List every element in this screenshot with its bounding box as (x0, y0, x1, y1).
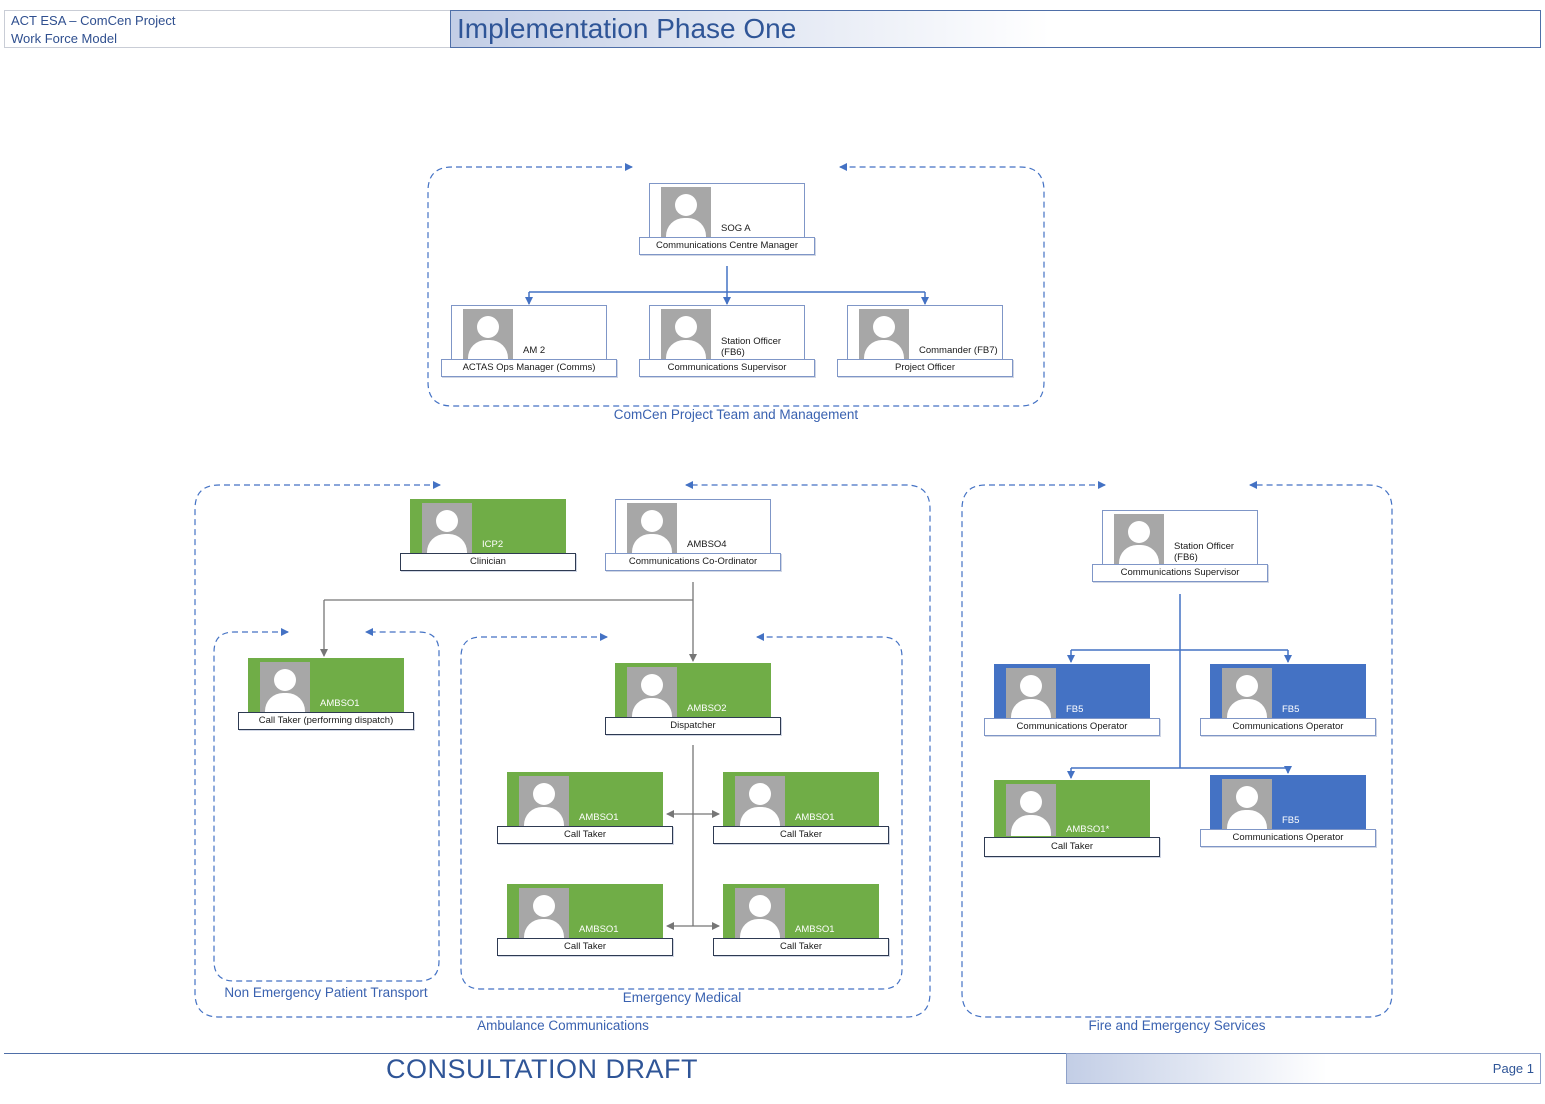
card-grade: SOG A (721, 223, 751, 234)
card-grade: FB5 (1066, 704, 1084, 715)
card-grade: Commander (FB7) (919, 345, 998, 356)
card-grade: ICP2 (482, 539, 504, 550)
card-role: Call Taker (713, 938, 889, 956)
card-em-call-taker-3[interactable]: AMBSO1 Call Taker (497, 884, 673, 956)
card-grade: AMBSO1* (1066, 824, 1110, 835)
group-label-emergency-medical: Emergency Medical (622, 990, 742, 1005)
card-communications-centre-manager[interactable]: SOG A Communications Centre Manager (639, 183, 815, 255)
card-em-call-taker-4[interactable]: AMBSO1 Call Taker (713, 884, 889, 956)
person-icon (661, 187, 711, 239)
card-em-call-taker-2[interactable]: AMBSO1 Call Taker (713, 772, 889, 844)
card-role: Call Taker (713, 826, 889, 844)
person-icon (519, 888, 569, 940)
page-number: Page 1 (1492, 1061, 1534, 1076)
footer-page-box: Page 1 (1066, 1053, 1541, 1084)
group-label-management: ComCen Project Team and Management (613, 407, 859, 422)
card-role: ACTAS Ops Manager (Comms) (441, 359, 617, 377)
card-fire-operator-3[interactable]: FB5 Communications Operator (1200, 775, 1376, 847)
card-grade: AMBSO4 (687, 539, 727, 550)
person-icon (1114, 514, 1164, 566)
person-icon (735, 888, 785, 940)
card-fire-operator-1[interactable]: FB5 Communications Operator (984, 664, 1160, 736)
card-grade: AMBSO1 (795, 924, 835, 935)
person-icon (627, 667, 677, 719)
card-role: Communications Centre Manager (639, 237, 815, 255)
card-grade: AMBSO2 (687, 703, 727, 714)
card-role: Communications Co-Ordinator (605, 553, 781, 571)
group-outline-emergency-medical (460, 636, 903, 990)
card-role: Call Taker (984, 837, 1160, 857)
page-title: Implementation Phase One (457, 13, 797, 44)
card-nept-call-taker[interactable]: AMBSO1 Call Taker (performing dispatch) (238, 658, 414, 730)
person-icon (661, 309, 711, 361)
card-grade: Station Officer (FB6) (721, 336, 782, 358)
person-icon (519, 776, 569, 828)
card-grade: FB5 (1282, 815, 1300, 826)
card-role: Communications Operator (1200, 718, 1376, 736)
card-grade: FB5 (1282, 704, 1300, 715)
card-fire-operator-2[interactable]: FB5 Communications Operator (1200, 664, 1376, 736)
card-actas-ops-manager[interactable]: AM 2 ACTAS Ops Manager (Comms) (441, 305, 617, 377)
person-icon (260, 662, 310, 714)
person-icon (859, 309, 909, 361)
org-name: ACT ESA – ComCen Project (11, 13, 176, 28)
card-role: Dispatcher (605, 717, 781, 735)
card-role: Communications Operator (984, 718, 1160, 736)
group-label-nept: Non Emergency Patient Transport (224, 985, 428, 1000)
card-communications-supervisor-mgmt[interactable]: Station Officer (FB6) Communications Sup… (639, 305, 815, 377)
card-role: Call Taker (497, 938, 673, 956)
card-role: Communications Supervisor (1092, 564, 1268, 582)
group-outline-nept (213, 631, 440, 982)
card-em-call-taker-1[interactable]: AMBSO1 Call Taker (497, 772, 673, 844)
group-outline-ambulance (194, 484, 931, 1018)
card-grade: AMBSO1 (795, 812, 835, 823)
card-grade: AM 2 (523, 345, 546, 356)
person-icon (422, 503, 472, 555)
person-icon (735, 776, 785, 828)
card-clinician[interactable]: ICP2 Clinician (400, 499, 576, 571)
card-project-officer[interactable]: Commander (FB7) Project Officer (837, 305, 1013, 377)
card-role: Communications Supervisor (639, 359, 815, 377)
card-role: Clinician (400, 553, 576, 571)
card-grade: AMBSO1 (579, 924, 619, 935)
card-role: Call Taker (497, 826, 673, 844)
card-role: Project Officer (837, 359, 1013, 377)
card-grade: AMBSO1 (320, 698, 360, 709)
person-icon (1006, 668, 1056, 720)
person-icon (463, 309, 513, 361)
person-icon (627, 503, 677, 555)
group-label-ambulance: Ambulance Communications (477, 1018, 649, 1033)
card-role: Call Taker (performing dispatch) (238, 712, 414, 730)
person-icon (1006, 784, 1056, 836)
header-title-box: Implementation Phase One (450, 10, 1541, 48)
group-outline-management (427, 166, 1045, 407)
card-role: Communications Operator (1200, 829, 1376, 847)
header-org-box: ACT ESA – ComCen Project Work Force Mode… (4, 10, 450, 48)
footer-divider (4, 1053, 1066, 1054)
footer-draft-label: CONSULTATION DRAFT (386, 1054, 698, 1084)
card-fire-call-taker[interactable]: AMBSO1* Call Taker (984, 780, 1160, 857)
card-communications-coordinator[interactable]: AMBSO4 Communications Co-Ordinator (605, 499, 781, 571)
person-icon (1222, 668, 1272, 720)
card-grade: AMBSO1 (579, 812, 619, 823)
model-name: Work Force Model (11, 31, 117, 46)
card-dispatcher[interactable]: AMBSO2 Dispatcher (605, 663, 781, 735)
group-label-fire: Fire and Emergency Services (1088, 1018, 1266, 1033)
group-outline-fire (961, 484, 1393, 1018)
card-fire-communications-supervisor[interactable]: Station Officer (FB6) Communications Sup… (1092, 510, 1268, 582)
card-grade: Station Officer (FB6) (1174, 541, 1235, 563)
person-icon (1222, 779, 1272, 831)
